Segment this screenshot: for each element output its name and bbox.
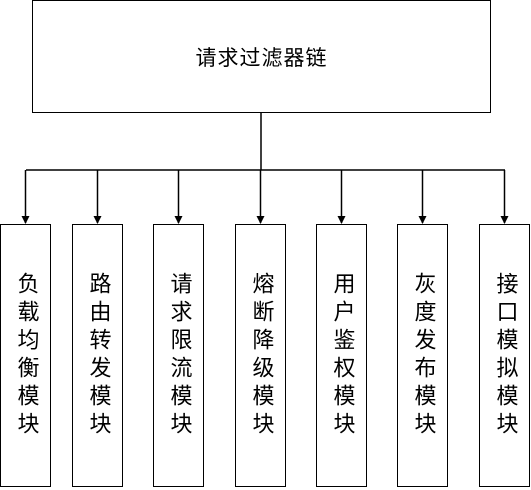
- rate-limiting-module-label: 请求限流模块: [166, 271, 192, 440]
- api-mock-module-label: 接口模拟模块: [492, 271, 518, 440]
- api-mock-module-box: 接口模拟模块: [479, 224, 530, 487]
- circuit-breaker-module-label: 熔断降级模块: [248, 271, 274, 440]
- gray-release-module-label: 灰度发布模块: [410, 271, 436, 440]
- user-auth-module-box: 用户鉴权模块: [316, 224, 367, 487]
- user-auth-module-label: 用户鉴权模块: [329, 271, 355, 440]
- circuit-breaker-module-box: 熔断降级模块: [235, 224, 286, 487]
- load-balancing-module-label: 负载均衡模块: [13, 271, 39, 440]
- route-forwarding-module-box: 路由转发模块: [72, 224, 123, 487]
- gray-release-module-box: 灰度发布模块: [397, 224, 448, 487]
- request-filter-chain-box: 请求过滤器链: [32, 0, 491, 113]
- request-filter-chain-label: 请求过滤器链: [195, 45, 328, 70]
- load-balancing-module-box: 负载均衡模块: [0, 224, 51, 487]
- route-forwarding-module-label: 路由转发模块: [85, 271, 111, 440]
- rate-limiting-module-box: 请求限流模块: [153, 224, 204, 487]
